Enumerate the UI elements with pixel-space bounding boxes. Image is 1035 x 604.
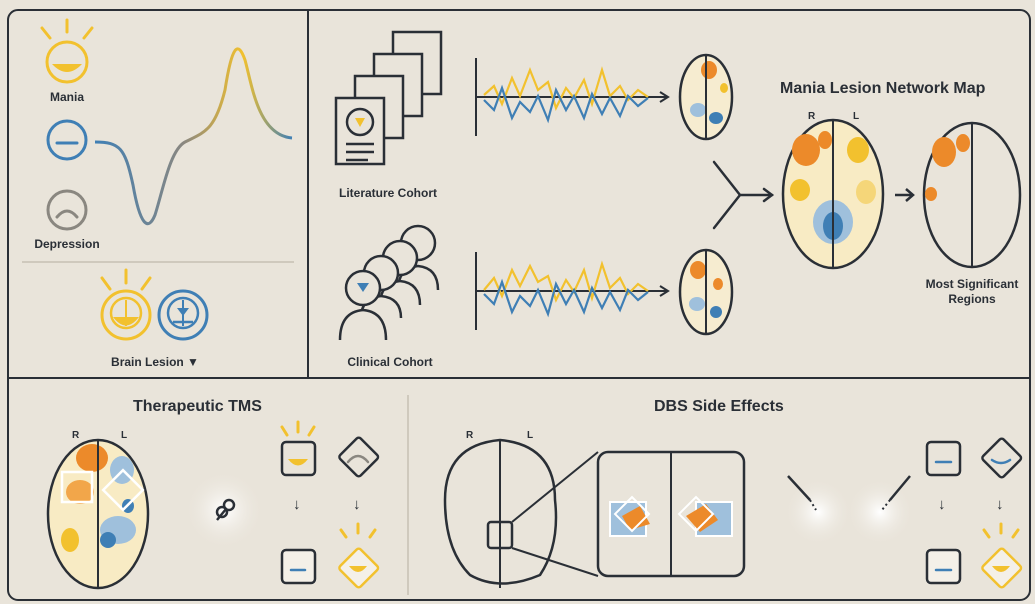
brain-lesion-label: Brain Lesion ▼ bbox=[111, 355, 199, 369]
merge-arrow bbox=[712, 160, 775, 230]
dbs-arrow-right: ↓ bbox=[996, 496, 1004, 513]
significant-regions-label-line1: Most Significant bbox=[925, 277, 1019, 291]
dbs-electrode-left-icon bbox=[784, 475, 852, 546]
dbs-head-outline bbox=[443, 438, 599, 588]
dbs-square-neutral-icon bbox=[925, 440, 962, 477]
dbs-diamond-mania-icon bbox=[981, 522, 1023, 589]
dbs-square-result-icon bbox=[925, 548, 962, 585]
clinical-brain-map bbox=[678, 248, 734, 336]
dbs-electrode-right-icon bbox=[846, 475, 914, 546]
tms-diamond-mania-icon bbox=[338, 522, 380, 589]
significant-regions-brain bbox=[922, 121, 1022, 269]
clinical-cohort-icon bbox=[338, 224, 440, 341]
network-map-title: Mania Lesion Network Map bbox=[780, 80, 986, 97]
lesion-brain-blue-icon bbox=[157, 289, 209, 341]
mania-face-icon bbox=[40, 18, 94, 84]
literature-cohort-label: Literature Cohort bbox=[338, 186, 437, 200]
dbs-title: DBS Side Effects bbox=[654, 398, 784, 415]
tms-title: Therapeutic TMS bbox=[133, 398, 262, 415]
lesion-brain-yellow-icon bbox=[100, 268, 152, 341]
neutral-face-icon bbox=[46, 119, 88, 161]
depression-face-icon bbox=[46, 189, 88, 231]
tms-coil-icon bbox=[184, 470, 264, 550]
literature-cohort-icon bbox=[334, 30, 443, 166]
mania-label: Mania bbox=[49, 90, 84, 104]
network-r-label: R bbox=[808, 111, 816, 122]
network-l-label: L bbox=[853, 111, 860, 122]
literature-signal-plot bbox=[475, 58, 670, 136]
panel-borders bbox=[7, 9, 1031, 601]
significance-arrow bbox=[895, 188, 915, 202]
network-brain-map bbox=[781, 118, 885, 270]
clinical-signal-plot bbox=[475, 252, 670, 330]
tms-square-mania-icon bbox=[280, 420, 317, 477]
dbs-diamond-neutral-icon bbox=[981, 437, 1023, 479]
tms-arrow-left: ↓ bbox=[293, 496, 301, 513]
mood-curve bbox=[94, 47, 293, 226]
dbs-r-label: R bbox=[466, 430, 474, 441]
tms-r-label: R bbox=[72, 430, 80, 441]
clinical-cohort-label: Clinical Cohort bbox=[347, 355, 433, 369]
dbs-zoom-panel bbox=[596, 450, 746, 578]
tms-diamond-depression-icon bbox=[338, 436, 380, 478]
significant-regions-label-line2: Regions bbox=[948, 292, 996, 306]
tms-l-label: L bbox=[121, 430, 128, 441]
tms-square-neutral-icon bbox=[280, 548, 317, 585]
dbs-l-label: L bbox=[527, 430, 534, 441]
tms-brain-map bbox=[46, 438, 150, 590]
tms-arrow-right: ↓ bbox=[353, 496, 361, 513]
literature-brain-map bbox=[678, 53, 734, 141]
dbs-arrow-left: ↓ bbox=[938, 496, 946, 513]
depression-label: Depression bbox=[34, 237, 100, 251]
